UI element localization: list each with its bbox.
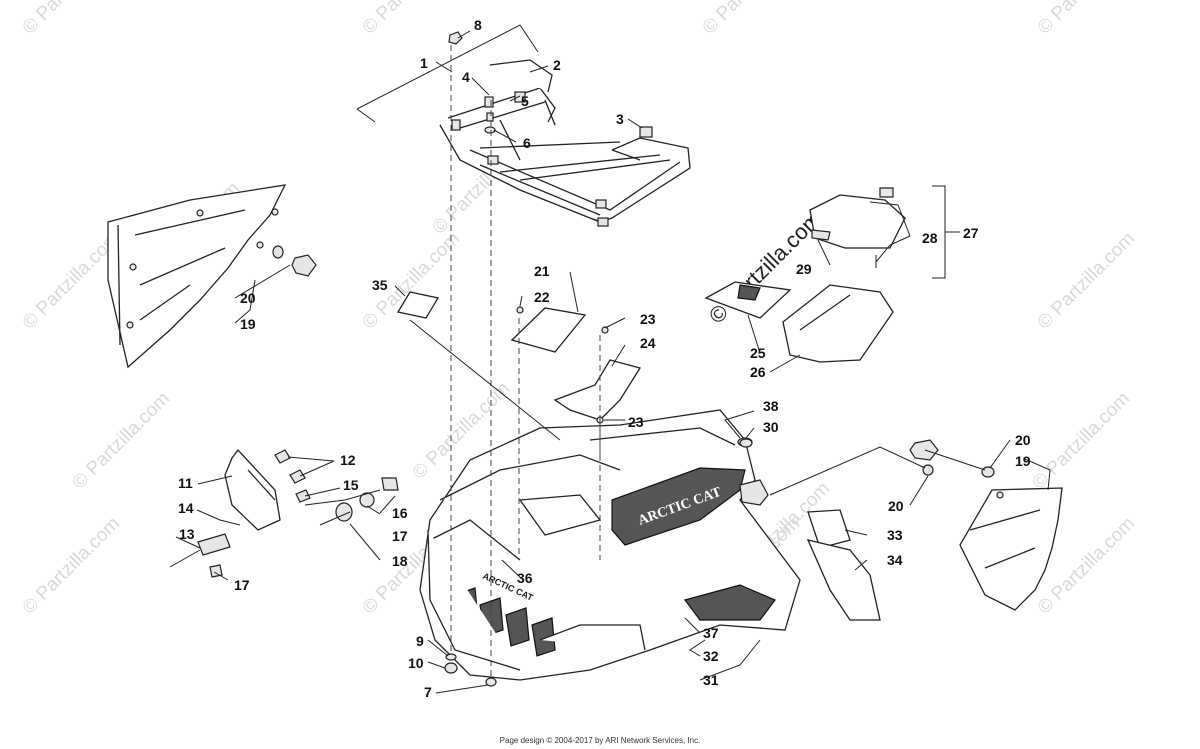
callout-1: 1: [420, 55, 428, 71]
callout-3: 3: [616, 111, 624, 127]
callout-32: 32: [703, 648, 719, 664]
access-plate[interactable]: [510, 306, 587, 353]
headlight[interactable]: [169, 448, 281, 578]
callout-8: 8: [474, 17, 482, 33]
callout-18: 18: [392, 553, 408, 569]
callout-25: 25: [750, 345, 766, 361]
callout-6: 6: [523, 135, 531, 151]
decal-35: [396, 291, 440, 319]
callout-14: 14: [178, 500, 194, 516]
callout-23b: 23: [628, 414, 644, 430]
callout-12: 12: [340, 452, 356, 468]
callout-19b: 19: [1015, 453, 1031, 469]
callout-9: 9: [416, 633, 424, 649]
callout-15: 15: [343, 477, 359, 493]
callout-28: 28: [922, 230, 938, 246]
callout-16: 16: [392, 505, 408, 521]
leader-lines: [175, 30, 1051, 694]
callout-13: 13: [179, 526, 195, 542]
callout-21: 21: [534, 263, 550, 279]
callout-29: 29: [796, 261, 812, 277]
right-side-panel[interactable]: [769, 439, 1063, 611]
bracket-27: [932, 185, 960, 279]
watermark: © Partzilla.com: [19, 0, 124, 39]
front-body[interactable]: ARCTIC CAT ARCTIC CAT: [419, 409, 801, 681]
callout-22: 22: [534, 289, 550, 305]
assembly-lines: [409, 45, 601, 680]
callout-2: 2: [553, 57, 561, 73]
callout-26: 26: [750, 364, 766, 380]
front-rack[interactable]: [439, 59, 691, 227]
rack-fasteners: [448, 31, 653, 138]
callout-33: 33: [887, 527, 903, 543]
watermark: © Partzilla.com: [1029, 388, 1134, 493]
callout-5: 5: [521, 93, 529, 109]
callout-11: 11: [178, 475, 193, 491]
callout-20c: 20: [888, 498, 904, 514]
callout-20b: 20: [1015, 432, 1031, 448]
callout-30: 30: [763, 419, 779, 435]
storage-box[interactable]: [704, 187, 906, 363]
page-footer: Page design © 2004-2017 by ARI Network S…: [499, 736, 701, 745]
headlight-fasteners: [274, 449, 399, 526]
callout-4: 4: [462, 69, 470, 85]
callout-38: 38: [763, 398, 779, 414]
callout-23a: 23: [640, 311, 656, 327]
callout-35: 35: [372, 277, 388, 293]
callout-17a: 17: [392, 528, 408, 544]
callout-24: 24: [640, 335, 656, 351]
watermark: © Partzilla.com: [1034, 228, 1139, 333]
callout-34: 34: [887, 552, 903, 568]
callout-19a: 19: [240, 316, 256, 332]
decal-sheets: [806, 509, 881, 621]
watermark: © Partzilla.com: [69, 388, 174, 493]
watermark: © Partzilla.com: [359, 0, 464, 39]
watermark: © Partzilla.com: [1034, 0, 1139, 39]
callout-10: 10: [408, 655, 424, 671]
bottom-fasteners: [444, 438, 753, 687]
callout-17b: 17: [234, 577, 250, 593]
center-bracket[interactable]: [553, 326, 642, 424]
callout-31: 31: [703, 672, 719, 688]
callout-7: 7: [424, 684, 432, 700]
rack-bracket: [356, 24, 539, 123]
left-side-panel[interactable]: [107, 184, 317, 369]
watermark: © Partzilla.com: [699, 0, 804, 39]
callout-20a: 20: [240, 290, 256, 306]
callout-36: 36: [517, 570, 533, 586]
callouts: 8 1 2 4 5 3 6 27 28 29 21 35 22 20 23 19…: [178, 17, 1031, 700]
callout-27: 27: [963, 225, 979, 241]
callout-37: 37: [703, 625, 719, 641]
watermark: © Partzilla.com: [19, 513, 124, 618]
